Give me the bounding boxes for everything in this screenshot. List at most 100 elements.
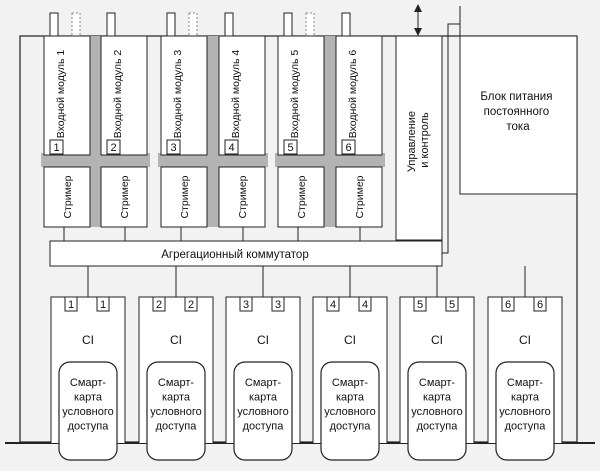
ci-number-box [445,296,459,312]
smartcard-label-line: доступа [243,421,285,433]
module-number-box [341,139,356,155]
ci-number-box [326,296,340,312]
ci-number: 2 [188,299,194,311]
input-port [106,12,116,37]
streamer-label: Стример [119,175,131,218]
module-number: 4 [228,142,234,154]
input-port [224,12,234,37]
module-number: 1 [53,142,59,154]
input-port-optional [305,12,315,37]
smartcard [495,361,555,461]
ci-number-box [239,296,253,312]
ci-number: 4 [330,299,336,311]
bus-vertical [207,36,219,227]
streamer-5 [277,166,325,228]
bus-horizontal [158,153,268,167]
input-port [166,12,176,37]
ci-number: 4 [362,299,368,311]
input-module-5 [277,35,325,156]
streamer-6 [335,166,383,228]
module-number-box [283,139,298,155]
streamer-label: Стример [62,175,74,218]
input-module-4 [218,35,266,156]
smartcard-label-line: доступа [68,421,110,433]
smartcard-label-line: доступа [156,421,198,433]
ci-number: 5 [449,299,455,311]
smartcard [146,361,206,461]
ci-label: CI [344,333,356,347]
module-number-box [106,139,121,155]
input-module-1 [43,35,91,156]
smartcard-label-line: условного [62,406,113,418]
aggregation-label: Агрегационный коммутатор [161,249,308,261]
control-label: Управление и контроль [406,108,431,172]
power-label: Блок питания постоянного тока [480,91,555,133]
ci-label: CI [257,333,269,347]
input-module-label: Входной модуль 3 [172,50,184,139]
arrow-up-icon [414,4,422,12]
smartcard [233,361,293,461]
streamer-label: Стример [296,175,308,218]
input-port-optional [188,12,198,37]
input-module-label: Входной модуль 1 [55,50,67,139]
smartcard-label-line: карта [74,392,103,404]
streamer-1 [43,166,91,228]
bus-horizontal [275,153,385,167]
module-number-box [49,139,64,155]
smartcard-label-line: доступа [330,421,372,433]
aggregation-switch [49,240,443,267]
module-number-box [224,139,239,155]
streamer-label: Стример [354,175,366,218]
smartcard-label-line: карта [249,392,278,404]
streamer-2 [100,166,148,228]
ci-number-box [64,296,78,312]
input-port-optional [71,12,81,37]
streamer-4 [218,166,266,228]
smartcard-label-line: карта [511,392,540,404]
ci-label: CI [170,333,182,347]
smartcard [320,361,380,461]
smartcard-label-line: условного [499,406,550,418]
smartcard-label-line: Смарт- [507,377,544,389]
input-port [49,12,59,37]
bus-horizontal [41,153,150,167]
input-module-3 [160,35,208,156]
module-number: 2 [110,142,116,154]
ci-label: CI [82,333,94,347]
input-module-label: Входной модуль 5 [289,50,301,139]
input-module-label: Входной модуль 2 [112,50,124,139]
module-number: 6 [345,142,351,154]
power-supply-block [459,35,578,195]
ci-number: 3 [275,299,281,311]
smartcard-label-line: карта [423,392,452,404]
ci-number-box [96,296,110,312]
smartcard [407,361,467,461]
bus-vertical [324,36,336,227]
smartcard-label-line: карта [336,392,365,404]
bus-vertical [90,36,101,227]
smartcard-label-line: условного [150,406,201,418]
input-module-label: Входной модуль 4 [230,50,242,139]
ci-number: 5 [417,299,423,311]
input-module-6 [335,35,383,156]
smartcard-label-line: Смарт- [70,377,107,389]
aggregation-to-top-line [442,23,461,254]
ci-number: 1 [68,299,74,311]
input-port [283,12,293,37]
ci-number-box [358,296,372,312]
input-module-label: Входной модуль 6 [347,50,359,139]
ci-number-box [501,296,515,312]
smartcard-label-line: Смарт- [158,377,195,389]
smartcard-label-line: условного [324,406,375,418]
control-block [395,35,443,241]
ci-number: 1 [100,299,106,311]
ci-number: 6 [505,299,511,311]
module-number-box [166,139,181,155]
ci-number: 6 [537,299,543,311]
ci-label: CI [519,333,531,347]
module-number: 3 [170,142,176,154]
smartcard-label-line: доступа [417,421,459,433]
ci-number-box [533,296,547,312]
